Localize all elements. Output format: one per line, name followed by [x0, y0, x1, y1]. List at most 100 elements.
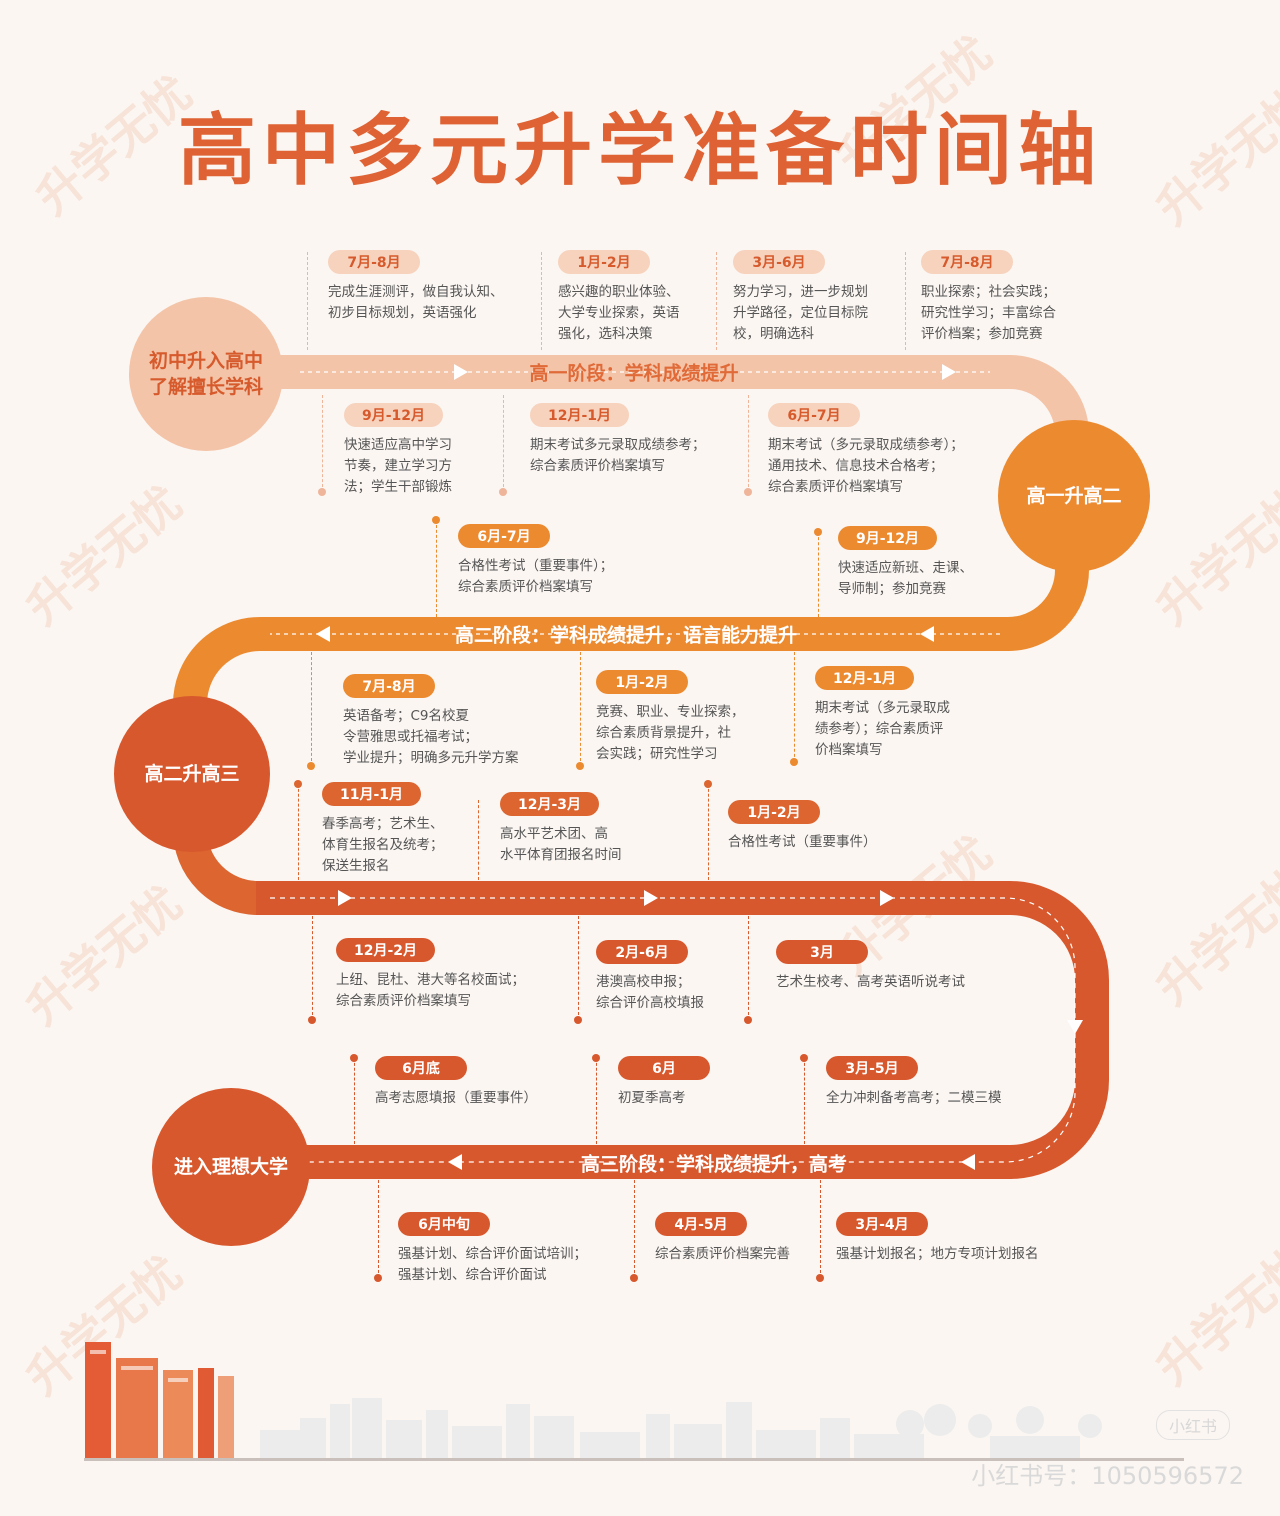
arrow-right-icon: [942, 364, 956, 380]
event-dot: [704, 780, 712, 788]
event-date-badge: 3月: [776, 940, 868, 964]
timeline-event: 6月-7月合格性考试（重要事件）； 综合素质评价档案填写: [458, 524, 688, 598]
event-date-badge: 11月-1月: [322, 782, 422, 806]
event-description: 感兴趣的职业体验、 大学专业探索，英语 强化，选科决策: [558, 284, 680, 342]
event-date-badge: 12月-2月: [336, 938, 436, 962]
event-date-badge: 6月底: [375, 1056, 467, 1080]
timeline-event: 12月-2月上纽、昆杜、港大等名校面试； 综合素质评价档案填写: [336, 938, 566, 1012]
event-connector-line: [716, 252, 718, 350]
timeline-event: 6月-7月期末考试（多元录取成绩参考）； 通用技术、信息技术合格考； 综合素质评…: [768, 403, 998, 498]
event-description: 期末考试多元录取成绩参考； 综合素质评价档案填写: [530, 437, 706, 474]
event-description: 合格性考试（重要事件）； 综合素质评价档案填写: [458, 558, 614, 595]
event-dot: [318, 488, 326, 496]
event-dot: [574, 1016, 582, 1024]
brand-logo: 小红书: [1155, 1410, 1230, 1440]
event-date-badge: 12月-1月: [815, 666, 915, 690]
event-description: 英语备考；C9名校夏 令营雅思或托福考试； 学业提升；明确多元升学方案: [343, 708, 519, 766]
event-connector-line: [378, 1180, 380, 1278]
event-connector-line: [503, 395, 505, 492]
stage1-label: 高一阶段：学科成绩提升: [529, 362, 739, 385]
node-end: 进入理想大学: [152, 1088, 310, 1246]
event-date-badge: 6月-7月: [768, 403, 860, 427]
event-connector-line: [436, 520, 438, 617]
event-dot: [744, 488, 752, 496]
stage3-label: 高三阶段：学科成绩提升，高考: [580, 1153, 848, 1176]
event-date-badge: 6月-7月: [458, 524, 550, 548]
arrow-left-icon: [448, 1154, 462, 1170]
arrow-left-icon: [316, 626, 330, 642]
timeline-event: 12月-1月期末考试多元录取成绩参考； 综合素质评价档案填写: [530, 403, 760, 477]
timeline-event: 4月-5月综合素质评价档案完善: [655, 1212, 885, 1265]
footer-handle: 小红书号：1050596572: [971, 1462, 1244, 1490]
event-dot: [374, 1274, 382, 1282]
event-connector-line: [354, 1058, 356, 1144]
event-connector-line: [311, 652, 313, 766]
event-dot: [432, 516, 440, 524]
stage2-label: 高二阶段：学科成绩提升，语言能力提升: [454, 624, 798, 647]
event-description: 期末考试（多元录取成 绩参考）；综合素质评 价档案填写: [815, 700, 950, 758]
event-date-badge: 6月中旬: [398, 1212, 490, 1236]
event-connector-line: [478, 800, 480, 880]
event-description: 港澳高校申报； 综合评价高校填报: [596, 974, 704, 1011]
event-connector-line: [580, 652, 582, 766]
event-connector-line: [634, 1180, 636, 1278]
event-connector-line: [820, 1180, 822, 1278]
event-date-badge: 12月-3月: [500, 792, 600, 816]
event-dot: [814, 528, 822, 536]
event-dot: [744, 1016, 752, 1024]
event-description: 初夏季高考: [618, 1090, 686, 1106]
event-date-badge: 7月-8月: [921, 250, 1013, 274]
event-date-badge: 1月-2月: [596, 670, 688, 694]
timeline-event: 1月-2月竞赛、职业、专业探索， 综合素质背景提升，社 会实践；研究性学习: [596, 670, 826, 765]
event-date-badge: 12月-1月: [530, 403, 630, 427]
event-dot: [499, 488, 507, 496]
event-dot: [350, 1054, 358, 1062]
event-dot: [294, 780, 302, 788]
event-description: 综合素质评价档案完善: [655, 1246, 790, 1262]
event-dot: [630, 1274, 638, 1282]
timeline-event: 7月-8月英语备考；C9名校夏 令营雅思或托福考试； 学业提升；明确多元升学方案: [343, 674, 573, 769]
node-start: 初中升入高中 了解擅长学科: [129, 297, 283, 451]
timeline-event: 1月-2月感兴趣的职业体验、 大学专业探索，英语 强化，选科决策: [558, 250, 788, 345]
event-date-badge: 3月-4月: [836, 1212, 928, 1236]
event-date-badge: 2月-6月: [596, 940, 688, 964]
event-connector-line: [748, 916, 750, 1020]
event-description: 完成生涯测评，做自我认知、 初步目标规划，英语强化: [328, 284, 504, 321]
event-date-badge: 1月-2月: [728, 800, 820, 824]
event-connector-line: [804, 1058, 806, 1144]
event-description: 全力冲刺备考高考；二模三模: [826, 1090, 1002, 1106]
timeline-event: 3月艺术生校考、高考英语听说考试: [776, 940, 1006, 993]
timeline-event: 6月中旬强基计划、综合评价面试培训； 强基计划、综合评价面试: [398, 1212, 628, 1286]
event-dot: [576, 762, 584, 770]
arrow-right-icon: [880, 890, 894, 906]
bookshelf-illustration: [84, 1342, 1184, 1461]
event-description: 竞赛、职业、专业探索， 综合素质背景提升，社 会实践；研究性学习: [596, 704, 745, 762]
event-date-badge: 1月-2月: [558, 250, 650, 274]
event-description: 努力学习，进一步规划 升学路径，定位目标院 校，明确选科: [733, 284, 868, 342]
event-connector-line: [905, 252, 907, 350]
event-connector-line: [794, 652, 796, 762]
event-date-badge: 7月-8月: [343, 674, 435, 698]
event-dot: [307, 762, 315, 770]
timeline-event: 2月-6月港澳高校申报； 综合评价高校填报: [596, 940, 826, 1014]
event-connector-line: [541, 252, 543, 350]
event-date-badge: 9月-12月: [838, 526, 938, 550]
timeline-event: 1月-2月合格性考试（重要事件）: [728, 800, 958, 853]
event-description: 快速适应新班、走课、 导师制；参加竞赛: [838, 560, 973, 597]
event-date-badge: 9月-12月: [344, 403, 444, 427]
timeline-event: 11月-1月春季高考；艺术生、 体育生报名及统考； 保送生报名: [322, 782, 552, 877]
timeline-event: 6月初夏季高考: [618, 1056, 848, 1109]
arrow-right-icon: [454, 364, 468, 380]
event-date-badge: 4月-5月: [655, 1212, 747, 1236]
event-dot: [592, 1054, 600, 1062]
event-connector-line: [307, 252, 309, 350]
event-dot: [816, 1274, 824, 1282]
stage3-track-upper: [256, 881, 1109, 1179]
event-description: 高考志愿填报（重要事件）: [375, 1090, 537, 1106]
timeline-event: 12月-3月高水平艺术团、高 水平体育团报名时间: [500, 792, 730, 866]
event-description: 春季高考；艺术生、 体育生报名及统考； 保送生报名: [322, 816, 444, 874]
event-date-badge: 3月-6月: [733, 250, 825, 274]
city-skyline-illustration: [260, 1398, 1102, 1458]
event-connector-line: [578, 916, 580, 1020]
